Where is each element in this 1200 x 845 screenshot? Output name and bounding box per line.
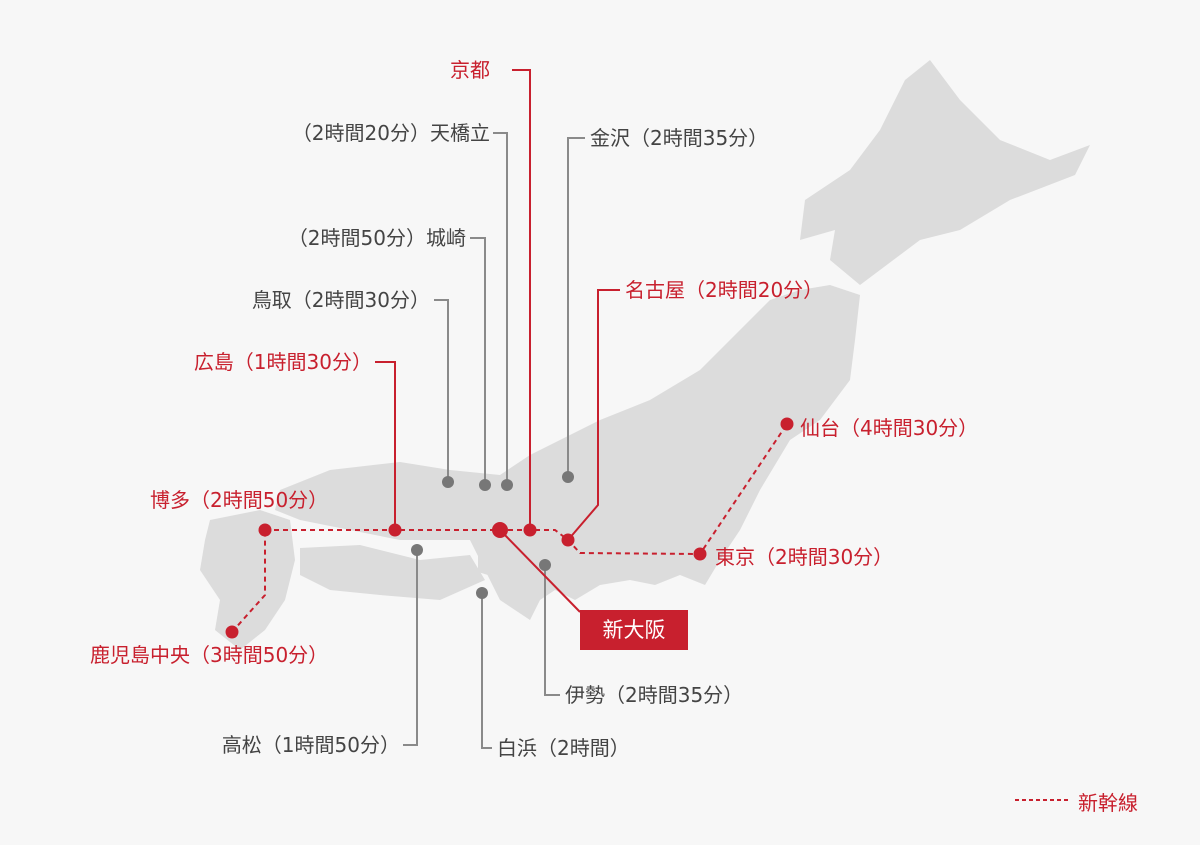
- shinkansen-route: [231, 423, 788, 633]
- label-sendai: 仙台（4時間30分）: [800, 416, 979, 440]
- label-amanohashidate: （2時間20分）天橋立: [291, 121, 490, 145]
- label-kinosaki: （2時間50分）城崎: [287, 226, 466, 250]
- label-ise: 伊勢（2時間35分）: [565, 683, 744, 707]
- legend-shinkansen: 新幹線: [1078, 791, 1138, 815]
- kyushu: [200, 510, 295, 650]
- shikoku: [300, 545, 485, 600]
- label-hiroshima: 広島（1時間30分）: [193, 350, 372, 374]
- label-tottori: 鳥取（2時間30分）: [251, 288, 430, 312]
- label-hakata: 博多（2時間50分）: [150, 488, 329, 512]
- red-leader-lines: [375, 69, 620, 613]
- label-shirahama: 白浜（2時間）: [497, 736, 630, 760]
- awaji-island: [478, 545, 490, 575]
- label-takamatsu: 高松（1時間50分）: [221, 733, 400, 757]
- label-kanazawa: 金沢（2時間35分）: [590, 126, 769, 150]
- label-kagoshima: 鹿児島中央（3時間50分）: [90, 643, 329, 667]
- gray-leader-lines: [403, 132, 585, 749]
- label-tokyo: 東京（2時間30分）: [715, 545, 894, 569]
- gray-dots: [411, 471, 574, 599]
- label-kyoto: 京都: [450, 58, 490, 82]
- origin-shin-osaka-badge: 新大阪: [580, 610, 688, 650]
- label-nagoya: 名古屋（2時間20分）: [625, 278, 824, 302]
- hokkaido: [800, 60, 1090, 285]
- red-dots: [225, 417, 794, 639]
